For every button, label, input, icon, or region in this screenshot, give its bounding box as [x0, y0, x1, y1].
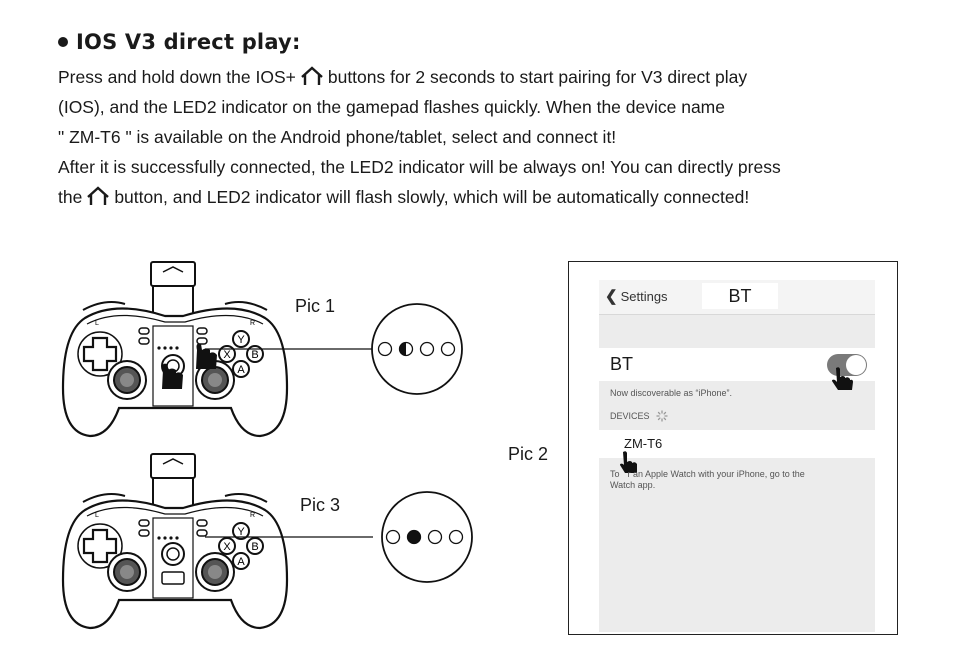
instruction-text: button, and LED2 indicator will flash sl…	[114, 187, 750, 207]
section-heading: IOS V3 direct play:	[76, 30, 301, 54]
watch-note-rest: r an Apple Watch with your iPhone, go to…	[627, 469, 805, 479]
pic1-label: Pic 1	[295, 296, 336, 316]
device-row[interactable]: ZM-T6	[599, 430, 875, 458]
led2-icon	[406, 529, 422, 545]
watch-note-end: Watch app.	[610, 480, 656, 490]
x-button-label: X	[223, 349, 231, 361]
home-icon	[86, 186, 110, 212]
b-button-label: B	[251, 349, 258, 361]
device-name: ZM-T6	[624, 436, 663, 451]
spinner-icon	[656, 410, 668, 422]
hand-pointer-icon	[196, 343, 217, 369]
instruction-line-2: (IOS), and the LED2 indicator on the gam…	[58, 97, 725, 117]
gamepad-pic1: L R Y X B A	[61, 261, 463, 438]
a-button-label: A	[237, 556, 245, 568]
y-button-label: Y	[237, 334, 245, 346]
led4-icon	[448, 529, 464, 545]
devices-header-label: DEVICES	[610, 411, 650, 421]
led3-icon	[419, 341, 435, 357]
led3-icon	[427, 529, 443, 545]
instruction-text: buttons for 2 seconds to start pairing f…	[327, 67, 748, 87]
phone-screenshot: ❮Settings BT BT Now discoverable as “iPh…	[568, 261, 898, 635]
bt-row: BT	[599, 348, 875, 390]
discoverable-text: Now discoverable as “iPhone”.	[610, 388, 733, 398]
led1-icon	[385, 529, 401, 545]
bt-label: BT	[610, 354, 634, 374]
instruction-line-1: Press and hold down the IOS+ buttons for …	[58, 65, 747, 92]
instruction-line-5: the button, and LED2 indicator will flash…	[58, 185, 749, 212]
led4-icon	[440, 341, 456, 357]
instruction-line-4: After it is successfully connected, the …	[58, 157, 781, 177]
home-icon	[300, 66, 324, 92]
led1-icon	[377, 341, 393, 357]
pic3-label: Pic 3	[300, 495, 341, 515]
nav-title: BT	[702, 283, 778, 309]
instruction-text: Press and hold down the IOS+	[58, 67, 296, 87]
back-label: Settings	[620, 289, 668, 304]
led-indicator-panel	[371, 303, 463, 395]
r-label: R	[250, 320, 255, 327]
chevron-left-icon: ❮	[605, 288, 618, 305]
watch-note-start: To	[610, 469, 620, 479]
r-label: R	[250, 512, 255, 519]
instruction-text: the	[58, 187, 83, 207]
hand-pointer-icon	[832, 367, 853, 390]
hand-pointer-icon	[620, 451, 637, 473]
toggle-knob	[846, 355, 866, 375]
bullet-icon	[58, 37, 68, 47]
hand-pointer-icon	[162, 363, 183, 389]
gamepad-pic3: L R Y X B A	[61, 453, 473, 630]
devices-header: DEVICES	[610, 410, 668, 422]
pic2-label: Pic 2	[508, 444, 549, 464]
a-button-label: A	[237, 364, 245, 376]
b-button-label: B	[251, 541, 258, 553]
l-label: L	[95, 320, 99, 327]
back-button[interactable]: ❮Settings	[605, 287, 668, 305]
watch-note: To r an Apple Watch with your iPhone, go …	[610, 469, 870, 491]
phone-screen: ❮Settings BT BT Now discoverable as “iPh…	[599, 280, 875, 632]
l-label: L	[95, 512, 99, 519]
led-indicator-panel	[381, 491, 473, 583]
y-button-label: Y	[237, 526, 245, 538]
nav-bar: ❮Settings BT	[599, 280, 875, 315]
instruction-line-3: " ZM-T6 " is available on the Android ph…	[58, 127, 617, 147]
x-button-label: X	[223, 541, 231, 553]
